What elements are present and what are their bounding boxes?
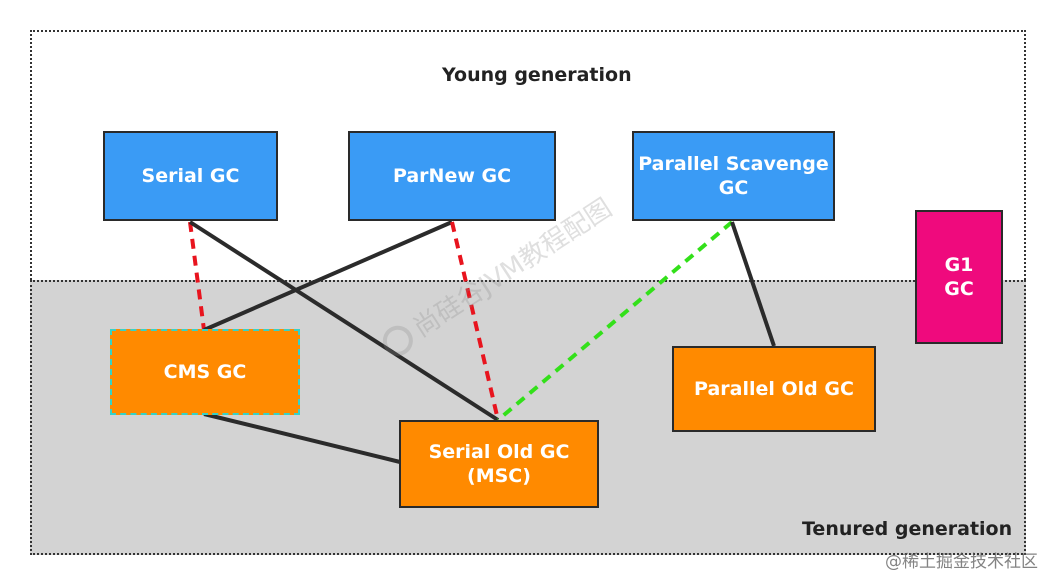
young-generation-region [30, 30, 1026, 280]
cms-gc-box: CMS GC [110, 329, 300, 415]
line-cms-to-serial-old [203, 412, 401, 464]
parallel-scavenge-gc-box: Parallel Scavenge GC [632, 131, 835, 221]
line-parallel-scavenge-to-parallel-old [730, 221, 776, 347]
parnew-gc-box: ParNew GC [348, 131, 556, 221]
serial-gc-box: Serial GC [103, 131, 278, 221]
line-serial-to-serial-old [188, 220, 500, 422]
line-parallel-scavenge-to-serial-old [496, 220, 734, 422]
site-credit: @稀土掘金技术社区 [885, 552, 1038, 572]
g1-gc-box: G1 GC [915, 210, 1003, 344]
serial-old-gc-box: Serial Old GC (MSC) [399, 420, 599, 508]
line-serial-to-cms [188, 221, 206, 331]
parallel-old-gc-box: Parallel Old GC [672, 346, 876, 432]
tenured-generation-label: Tenured generation [802, 518, 1013, 540]
young-generation-label: Young generation [442, 64, 632, 86]
line-parnew-to-cms [203, 220, 453, 332]
